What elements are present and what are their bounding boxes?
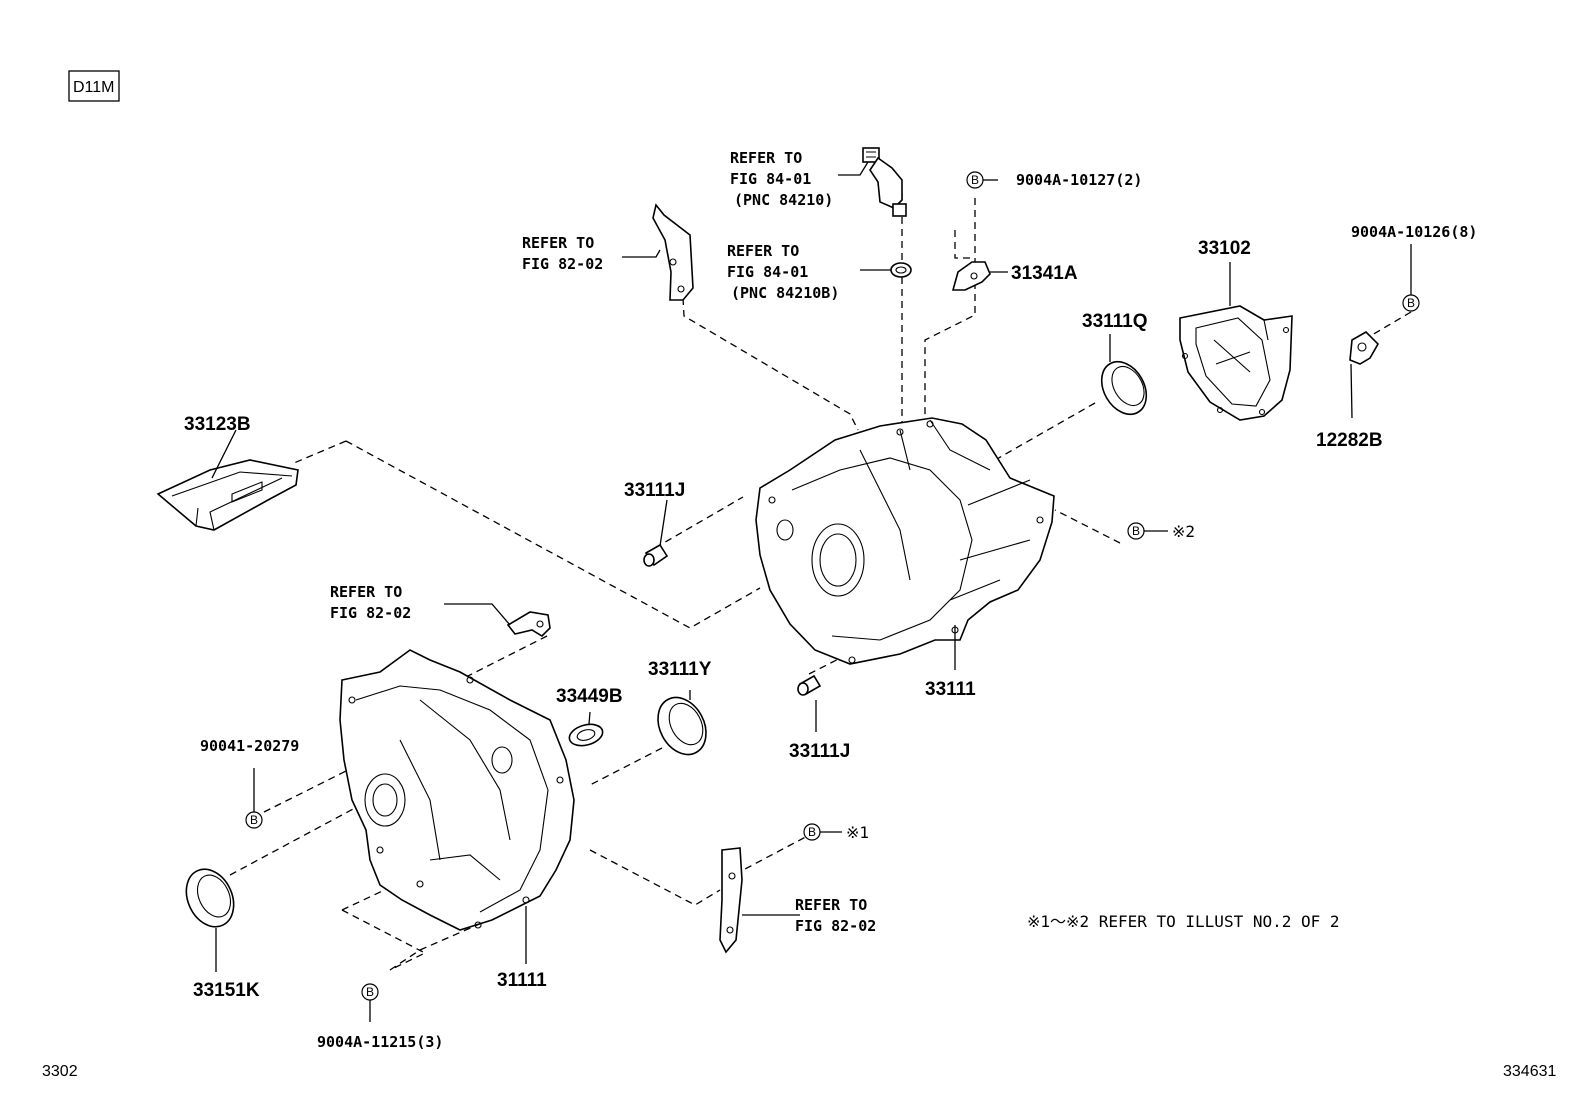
note-marker-1: ※1 [846,823,869,842]
bracket-fig82-02-top[interactable] [652,203,694,301]
label-33449B[interactable]: 33449B [556,686,623,707]
bracket-fig82-02-bottom[interactable] [719,847,743,954]
svg-text:B: B [366,985,374,999]
assembly-lines [229,193,1412,971]
svg-text:B: B [808,825,816,839]
transmission-case-33111[interactable] [755,417,1055,665]
bracket-fig82-02-left[interactable] [506,611,551,638]
case-cover-33102[interactable] [1179,305,1293,421]
oil-seal-33111Y[interactable] [648,689,715,763]
bracket-31341A[interactable] [951,261,991,291]
label-9004A-10127[interactable]: 9004A-10127(2) [1016,171,1142,189]
label-90041-20279[interactable]: 90041-20279 [200,737,299,755]
plate-12282B[interactable] [1349,331,1379,365]
bolt-marker-note2: B [1127,522,1145,540]
footer-left-code: 3302 [42,1063,78,1080]
label-31111[interactable]: 31111 [497,970,547,991]
oil-seal-33449B[interactable] [567,721,605,749]
svg-text:D11M: D11M [73,79,115,96]
svg-text:B: B [1132,524,1140,538]
label-31341A[interactable]: 31341A [1011,263,1078,284]
label-33102[interactable]: 33102 [1198,238,1251,259]
svg-text:REFER TO: REFER TO [522,234,594,252]
label-33111[interactable]: 33111 [925,679,976,700]
bolt-marker-note1: B [803,823,821,841]
svg-text:FIG 84-01: FIG 84-01 [727,263,808,281]
speed-sensor[interactable] [862,147,907,217]
pin-33111J-lower[interactable] [797,674,822,696]
label-33111J-lower[interactable]: 33111J [789,741,850,762]
bolt-marker-9004A-10126: B [1402,294,1420,312]
svg-text:REFER TO: REFER TO [795,896,867,914]
oil-seal-33111Q[interactable] [1093,354,1156,422]
svg-text:(PNC 84210B): (PNC 84210B) [731,284,839,302]
label-33111Y[interactable]: 33111Y [648,659,712,680]
label-9004A-11215[interactable]: 9004A-11215(3) [317,1033,443,1051]
ref-fig84-01-oring[interactable]: REFER TO FIG 84-01 (PNC 84210B) [727,242,839,302]
oil-seal-33151K[interactable] [177,862,242,935]
svg-text:FIG 82-02: FIG 82-02 [522,255,603,273]
transaxle-housing-31111[interactable] [339,649,575,931]
svg-text:REFER TO: REFER TO [730,149,802,167]
svg-text:FIG 82-02: FIG 82-02 [795,917,876,935]
label-33111J-upper[interactable]: 33111J [624,480,685,501]
oring-84210B[interactable] [890,262,912,278]
ref-fig84-01-sensor[interactable]: REFER TO FIG 84-01 (PNC 84210) [730,149,833,209]
svg-text:FIG 82-02: FIG 82-02 [330,604,411,622]
svg-text:FIG 84-01: FIG 84-01 [730,170,811,188]
ref-fig82-02-bottom[interactable]: REFER TO FIG 82-02 [795,896,876,935]
ref-fig82-02-top[interactable]: REFER TO FIG 82-02 [522,234,603,273]
svg-text:B: B [250,813,258,827]
label-12282B[interactable]: 12282B [1316,430,1383,451]
label-33111Q[interactable]: 33111Q [1082,311,1148,332]
bolt-marker-9004A-11215: B [361,983,379,1001]
footer-right-code: 334631 [1503,1063,1556,1080]
bolt-marker-90041-20279: B [245,811,263,829]
svg-text:REFER TO: REFER TO [330,583,402,601]
pin-33111J-upper[interactable] [643,543,669,567]
bolt-marker-9004A-10127: B [966,171,984,189]
note-marker-2: ※2 [1172,522,1195,541]
model-code-label: D11M [68,70,120,102]
svg-text:REFER TO: REFER TO [727,242,799,260]
svg-text:B: B [971,173,979,187]
label-33123B[interactable]: 33123B [184,414,251,435]
bracket-33123B[interactable] [156,459,299,531]
label-9004A-10126[interactable]: 9004A-10126(8) [1351,223,1477,241]
ref-fig82-02-left[interactable]: REFER TO FIG 82-02 [330,583,411,622]
svg-text:B: B [1407,296,1415,310]
label-33151K[interactable]: 33151K [193,980,260,1001]
leader-lines [211,161,1412,1022]
svg-text:(PNC 84210): (PNC 84210) [734,191,833,209]
note-range: ※1〜※2 REFER TO ILLUST NO.2 OF 2 [1027,912,1340,931]
